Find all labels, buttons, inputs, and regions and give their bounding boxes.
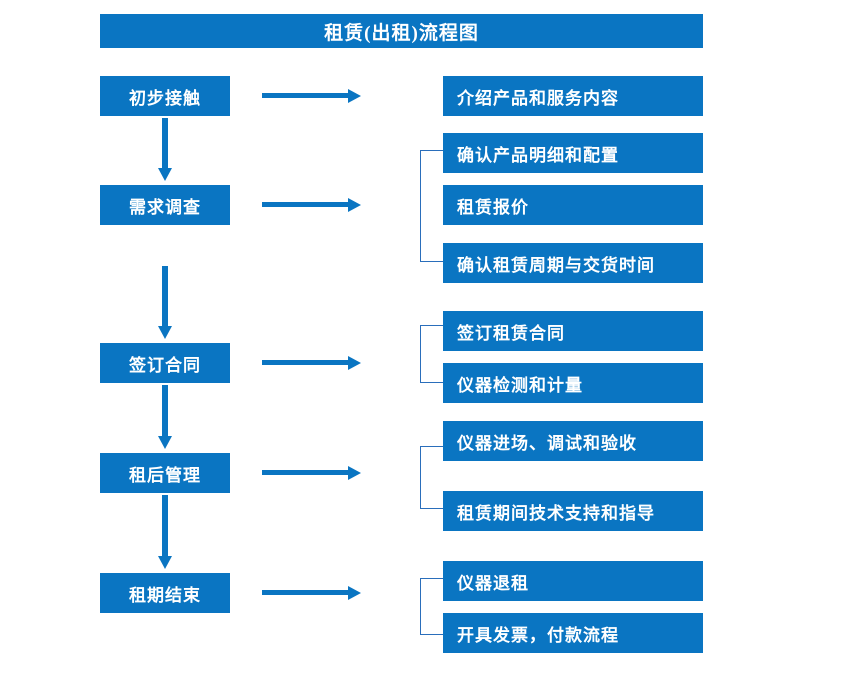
stage-label-2: 需求调查 bbox=[129, 197, 201, 217]
down-arrow-1-to-2 bbox=[156, 118, 174, 182]
detail-box-g3-2[interactable]: 仪器检测和计量 bbox=[443, 363, 703, 403]
detail-box-g4-1[interactable]: 仪器进场、调试和验收 bbox=[443, 421, 703, 461]
stage-box-5[interactable]: 租期结束 bbox=[100, 573, 230, 613]
detail-box-g3-1[interactable]: 签订租赁合同 bbox=[443, 311, 703, 351]
detail-label-g5-1: 仪器退租 bbox=[457, 573, 529, 593]
detail-box-g1-1[interactable]: 介绍产品和服务内容 bbox=[443, 76, 703, 116]
stage-box-4[interactable]: 租后管理 bbox=[100, 453, 230, 493]
group-bracket-4 bbox=[420, 446, 443, 509]
detail-label-g2-2: 租赁报价 bbox=[457, 197, 529, 217]
detail-label-g3-2: 仪器检测和计量 bbox=[457, 375, 583, 395]
group-bracket-3 bbox=[420, 325, 443, 383]
detail-label-g2-1: 确认产品明细和配置 bbox=[457, 145, 619, 165]
detail-box-g2-2[interactable]: 租赁报价 bbox=[443, 185, 703, 225]
down-arrow-3-to-4 bbox=[156, 385, 174, 450]
right-arrow-group-2 bbox=[262, 196, 362, 214]
right-arrow-group-1 bbox=[262, 87, 362, 105]
detail-label-g4-2: 租赁期间技术支持和指导 bbox=[457, 503, 655, 523]
detail-box-g2-1[interactable]: 确认产品明细和配置 bbox=[443, 133, 703, 173]
detail-box-g5-2[interactable]: 开具发票，付款流程 bbox=[443, 613, 703, 653]
right-arrow-group-5 bbox=[262, 584, 362, 602]
detail-label-g5-2: 开具发票，付款流程 bbox=[457, 625, 619, 645]
down-arrow-2-to-3 bbox=[156, 266, 174, 340]
detail-label-g3-1: 签订租赁合同 bbox=[457, 323, 565, 343]
stage-box-1[interactable]: 初步接触 bbox=[100, 76, 230, 116]
diagram-title-bar: 租赁(出租)流程图 bbox=[100, 14, 703, 48]
stage-label-5: 租期结束 bbox=[129, 585, 201, 605]
stage-label-3: 签订合同 bbox=[129, 355, 201, 375]
right-arrow-group-3 bbox=[262, 354, 362, 372]
detail-label-g4-1: 仪器进场、调试和验收 bbox=[457, 433, 637, 453]
right-arrow-group-4 bbox=[262, 464, 362, 482]
group-bracket-2 bbox=[420, 150, 443, 262]
detail-box-g4-2[interactable]: 租赁期间技术支持和指导 bbox=[443, 491, 703, 531]
detail-box-g2-3[interactable]: 确认租赁周期与交货时间 bbox=[443, 243, 703, 283]
down-arrow-4-to-5 bbox=[156, 495, 174, 570]
group-bracket-5 bbox=[420, 578, 443, 635]
stage-label-4: 租后管理 bbox=[129, 465, 201, 485]
stage-box-2[interactable]: 需求调查 bbox=[100, 185, 230, 225]
detail-label-g1-1: 介绍产品和服务内容 bbox=[457, 88, 619, 108]
stage-box-3[interactable]: 签订合同 bbox=[100, 343, 230, 383]
detail-label-g2-3: 确认租赁周期与交货时间 bbox=[457, 255, 655, 275]
detail-box-g5-1[interactable]: 仪器退租 bbox=[443, 561, 703, 601]
stage-label-1: 初步接触 bbox=[129, 88, 201, 108]
diagram-title-text: 租赁(出租)流程图 bbox=[324, 22, 479, 44]
